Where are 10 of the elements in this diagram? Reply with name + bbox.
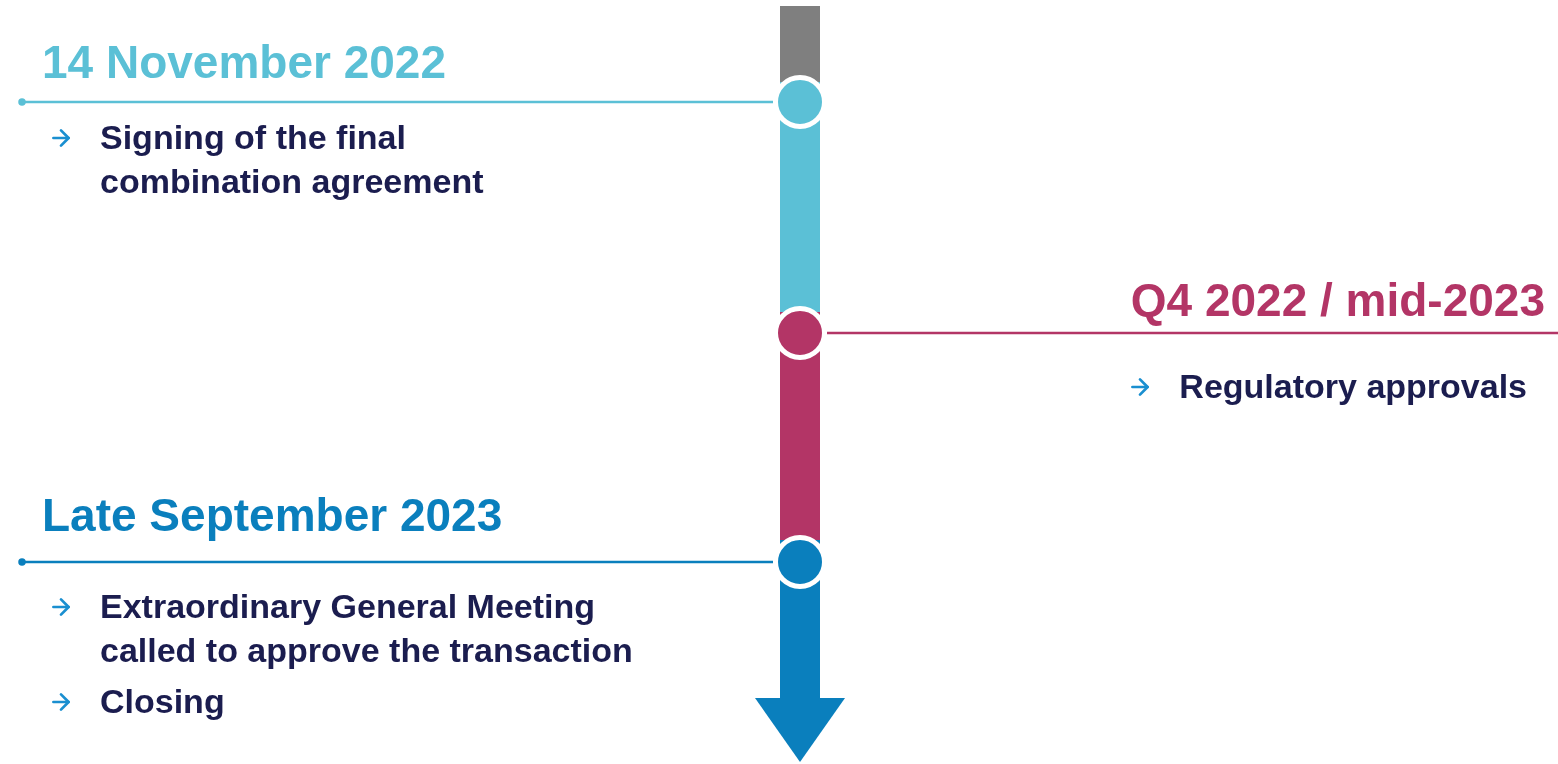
- timeline-connector-line: [827, 331, 1558, 335]
- milestone-description: Extraordinary General Meeting called to approve the transaction: [100, 586, 634, 671]
- timeline-connector-line: [18, 98, 773, 106]
- milestone-date: Q4 2022 / mid-2023: [1129, 276, 1546, 324]
- milestone-description: Closing: [100, 681, 225, 722]
- milestone-description: Signing of the final combination agreement: [100, 117, 485, 202]
- milestone-date: Late September 2023: [41, 491, 504, 539]
- milestone-description: Regulatory approvals: [1179, 366, 1527, 407]
- timeline-connector-line: [18, 558, 773, 566]
- milestone-date: 14 November 2022: [41, 38, 448, 86]
